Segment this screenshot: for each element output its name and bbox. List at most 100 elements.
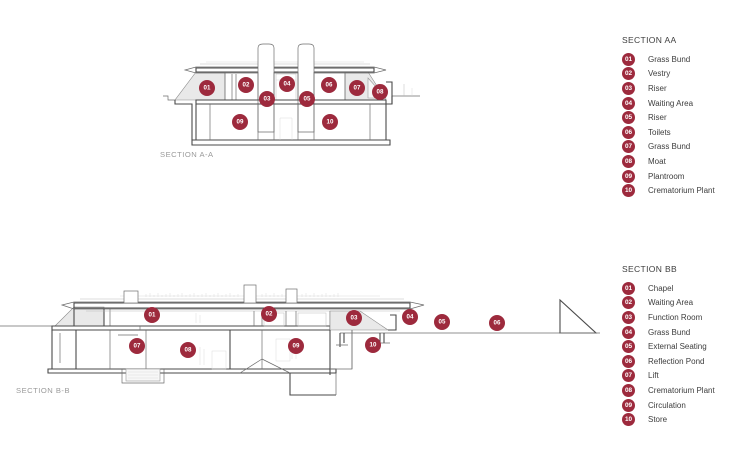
legend-label: Vestry <box>648 69 671 79</box>
svg-text:10: 10 <box>327 119 334 126</box>
legend-aa-item-07: 07 Grass Bund <box>614 140 750 155</box>
legend-badge: 03 <box>622 81 635 95</box>
legend-label: Crematorium Plant <box>648 186 715 196</box>
legend-aa-title: SECTION AA <box>622 35 677 45</box>
legend-badge: 08 <box>622 154 635 168</box>
legend-aa-item-09: 09 Plantroom <box>614 169 750 184</box>
legend-label: Lift <box>648 371 659 381</box>
legend-label: Circulation <box>648 400 686 410</box>
svg-text:08: 08 <box>185 347 192 354</box>
legend-badge: 04 <box>622 325 635 339</box>
legend-aa-item-05: 05 Riser <box>614 110 750 125</box>
legend-label: Function Room <box>648 312 703 322</box>
legend-badge: 10 <box>622 413 635 427</box>
legend-badge: 04 <box>622 96 635 110</box>
legend-aa-item-01: 01 Grass Bund <box>614 52 750 67</box>
legend-badge: 02 <box>622 296 635 310</box>
legend-badge: 02 <box>622 67 635 81</box>
marker-04: 04 <box>279 76 295 92</box>
legend-aa-item-08: 08 Moat <box>614 154 750 169</box>
marker-02: 02 <box>238 77 254 93</box>
marker-07: 07 <box>349 80 365 96</box>
legend-badge: 07 <box>622 369 635 383</box>
svg-text:10: 10 <box>370 342 377 349</box>
legend-badge: 03 <box>622 310 635 324</box>
legend-aa-item-02: 02 Vestry <box>614 67 750 82</box>
legend-label: Crematorium Plant <box>648 385 715 395</box>
marker-10: 10 <box>322 114 338 130</box>
marker-04: 04 <box>402 309 418 325</box>
legend-label: Waiting Area <box>648 298 694 308</box>
svg-text:08: 08 <box>377 89 384 96</box>
legend-aa-item-10: 10 Crematorium Plant <box>614 183 750 198</box>
legend-badge: 06 <box>622 354 635 368</box>
legend-badge: 07 <box>622 140 635 154</box>
legend-bb-item-02: 02 Waiting Area <box>614 296 750 311</box>
legend-bb-item-04: 04 Grass Bund <box>614 325 750 340</box>
marker-06: 06 <box>321 77 337 93</box>
svg-text:09: 09 <box>293 343 300 350</box>
svg-text:07: 07 <box>134 343 141 350</box>
svg-text:06: 06 <box>326 82 333 89</box>
marker-09: 09 <box>232 114 248 130</box>
marker-01: 01 <box>144 307 160 323</box>
marker-06: 06 <box>489 315 505 331</box>
svg-text:09: 09 <box>237 119 244 126</box>
legend-label: External Seating <box>648 342 707 352</box>
svg-text:01: 01 <box>149 312 156 319</box>
legend-label: Toilets <box>648 127 671 137</box>
svg-text:01: 01 <box>204 85 211 92</box>
section-aa-caption: SECTION A-A <box>160 150 214 159</box>
marker-08: 08 <box>180 342 196 358</box>
legend-badge: 01 <box>622 52 635 66</box>
legend-badge: 05 <box>622 111 635 125</box>
legend-badge: 01 <box>622 281 635 295</box>
marker-08: 08 <box>372 84 388 100</box>
legend-aa-item-06: 06 Toilets <box>614 125 750 140</box>
legend-aa-item-03: 03 Riser <box>614 81 750 96</box>
legend-bb-item-10: 10 Store <box>614 412 750 427</box>
svg-text:05: 05 <box>304 96 311 103</box>
legend-bb-item-09: 09 Circulation <box>614 398 750 413</box>
legend-label: Reflection Pond <box>648 356 705 366</box>
marker-05: 05 <box>299 91 315 107</box>
legend-bb-item-07: 07 Lift <box>614 369 750 384</box>
legend-label: Waiting Area <box>648 98 694 108</box>
svg-text:07: 07 <box>354 85 361 92</box>
legend-section-bb: SECTION BB 01 Chapel 02 Waiting Area 03 … <box>614 264 750 427</box>
svg-text:02: 02 <box>243 82 250 89</box>
legend-bb-title: SECTION BB <box>622 264 677 274</box>
legend-section-aa: SECTION AA 01 Grass Bund 02 Vestry 03 Ri… <box>614 35 750 198</box>
legend-badge: 09 <box>622 398 635 412</box>
svg-text:04: 04 <box>284 81 291 88</box>
marker-03: 03 <box>346 310 362 326</box>
legend-label: Grass Bund <box>648 54 691 64</box>
legend-bb-item-05: 05 External Seating <box>614 339 750 354</box>
legend-bb-item-01: 01 Chapel <box>614 281 750 296</box>
marker-02: 02 <box>261 306 277 322</box>
section-bb-geometry <box>0 284 600 396</box>
legend-label: Store <box>648 415 668 425</box>
svg-text:04: 04 <box>407 314 414 321</box>
section-aa-drawing: 01 02 03 04 05 06 07 08 09 10 <box>0 0 600 200</box>
legend-label: Riser <box>648 83 667 93</box>
section-aa-markers: 01 02 03 04 05 06 07 08 09 10 <box>199 76 388 130</box>
marker-01: 01 <box>199 80 215 96</box>
legend-badge: 09 <box>622 169 635 183</box>
legend-bb-item-08: 08 Crematorium Plant <box>614 383 750 398</box>
marker-03: 03 <box>259 91 275 107</box>
svg-text:05: 05 <box>439 319 446 326</box>
svg-text:03: 03 <box>351 315 358 322</box>
legend-label: Moat <box>648 156 666 166</box>
marker-07: 07 <box>129 338 145 354</box>
marker-10: 10 <box>365 337 381 353</box>
legend-aa-item-04: 04 Waiting Area <box>614 96 750 111</box>
svg-text:02: 02 <box>266 311 273 318</box>
marker-05: 05 <box>434 314 450 330</box>
section-bb-drawing: 01 02 03 04 05 06 07 08 09 10 <box>0 255 600 405</box>
legend-badge: 05 <box>622 340 635 354</box>
legend-bb-item-06: 06 Reflection Pond <box>614 354 750 369</box>
legend-label: Riser <box>648 113 667 123</box>
svg-text:03: 03 <box>264 96 271 103</box>
legend-label: Plantroom <box>648 171 685 181</box>
